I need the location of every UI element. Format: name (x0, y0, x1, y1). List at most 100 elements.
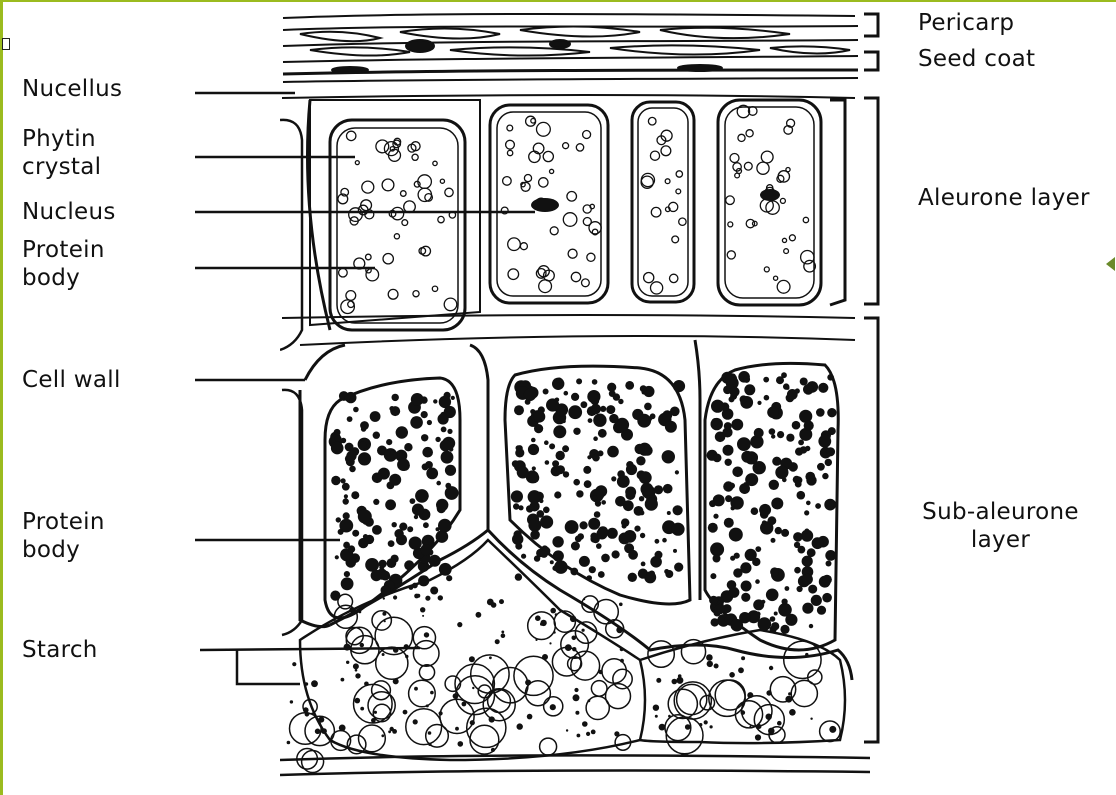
globoid-mark (503, 177, 512, 186)
protein-body-mark (576, 490, 583, 497)
globoid-mark (394, 234, 399, 239)
globoid-mark (362, 181, 374, 193)
speckle-mark (311, 680, 318, 687)
speckle-mark (768, 728, 775, 735)
protein-body-mark (344, 571, 350, 577)
protein-body-mark (712, 418, 720, 426)
speckle-mark (619, 603, 623, 607)
speckle-mark (341, 678, 345, 682)
speckle-mark (549, 642, 551, 644)
protein-body-mark (584, 480, 592, 488)
protein-body-mark (554, 560, 568, 574)
protein-body-mark (815, 503, 821, 509)
globoid-mark (391, 207, 403, 219)
protein-body-mark (607, 383, 616, 392)
speckle-mark (405, 655, 408, 658)
protein-body-mark (512, 460, 519, 467)
globoid-mark (780, 198, 785, 203)
protein-body-mark (713, 555, 721, 563)
speckle-mark (355, 669, 358, 672)
protein-body-mark (528, 444, 539, 455)
protein-body-mark (827, 374, 834, 381)
protein-body-mark (822, 593, 832, 603)
protein-body-mark (711, 400, 724, 413)
protein-body-mark (759, 504, 771, 516)
protein-body-mark (795, 388, 800, 393)
protein-body-mark (521, 554, 526, 559)
protein-body-mark (365, 558, 379, 572)
protein-body-mark (441, 451, 454, 464)
protein-body-mark (511, 490, 523, 502)
protein-body-mark (755, 579, 760, 584)
protein-body-mark (385, 499, 396, 510)
globoid-mark (412, 154, 418, 160)
protein-body-mark (576, 378, 582, 384)
protein-body-mark (571, 393, 579, 401)
protein-body-mark (358, 452, 371, 465)
globoid-mark (801, 251, 814, 264)
protein-body-mark (715, 604, 725, 614)
protein-body-mark (537, 510, 545, 518)
globoid-mark (401, 191, 407, 197)
protein-body-mark (812, 537, 824, 549)
protein-body-mark (711, 618, 719, 626)
protein-body-mark (611, 476, 616, 481)
starch-grain-mark (372, 611, 391, 630)
protein-body-mark (745, 473, 758, 486)
globoid-mark (651, 207, 661, 217)
protein-body-mark (762, 520, 767, 525)
speckle-mark (550, 704, 556, 710)
label-aleurone-layer: Aleurone layer (918, 184, 1090, 212)
globoid-mark (539, 280, 552, 293)
protein-body-mark (757, 401, 761, 405)
speckle-mark (598, 670, 602, 674)
globoid-mark (418, 175, 432, 189)
protein-body-mark (808, 585, 817, 594)
protein-body-mark (792, 421, 801, 430)
globoid-mark (543, 151, 553, 161)
protein-body-mark (825, 550, 836, 561)
protein-body-mark (363, 534, 368, 539)
protein-body-mark (606, 405, 615, 414)
protein-body-mark (768, 516, 777, 525)
protein-body-mark (583, 466, 591, 474)
protein-body-mark (451, 396, 455, 400)
starch-grain-mark (413, 627, 435, 649)
speckle-mark (575, 711, 579, 715)
protein-body-mark (570, 568, 578, 576)
protein-body-mark (386, 439, 392, 445)
protein-body-mark (540, 550, 548, 558)
protein-body-mark (640, 571, 647, 578)
globoid-mark (539, 178, 548, 187)
protein-body-mark (410, 498, 416, 504)
speckle-mark (517, 723, 523, 729)
globoid-mark (537, 122, 551, 136)
protein-body-mark (744, 384, 755, 395)
protein-body-mark (729, 387, 739, 397)
speckle-mark (476, 612, 482, 618)
aleurone-globoids (338, 105, 815, 313)
protein-body-mark (335, 435, 342, 442)
speckle-mark (413, 719, 418, 724)
starch-grain-mark (666, 717, 703, 754)
protein-body-mark (782, 599, 788, 605)
speckle-mark (829, 726, 836, 733)
speckle-mark (710, 725, 713, 728)
protein-body-mark (371, 570, 382, 581)
globoid-mark (571, 272, 580, 281)
protein-body-mark (594, 511, 601, 518)
globoid-mark (738, 134, 745, 141)
protein-body-mark (655, 551, 663, 559)
speckle-mark (741, 710, 746, 715)
protein-body-mark (372, 473, 383, 484)
protein-body-mark (593, 414, 606, 427)
protein-body-mark (549, 443, 555, 449)
protein-body-mark (580, 521, 588, 529)
starch-grain-mark (302, 751, 324, 773)
globoid-mark (651, 282, 663, 294)
protein-body-mark (573, 479, 580, 486)
speckle-mark (495, 639, 500, 644)
protein-body-mark (515, 573, 522, 580)
globoid-mark (583, 218, 591, 226)
